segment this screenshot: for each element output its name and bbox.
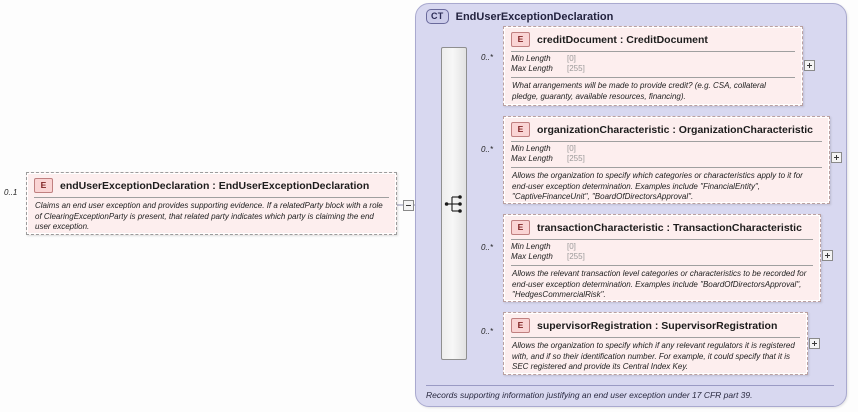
expand-toggle-creditdocument[interactable] — [804, 60, 815, 71]
element-box-enduserexceptiondeclaration[interactable]: E endUserExceptionDeclaration : EndUserE… — [26, 172, 397, 235]
element-box-supervisorregistration[interactable]: E supervisorRegistration : SupervisorReg… — [503, 312, 808, 375]
element-titlebar: E creditDocument : CreditDocument — [505, 28, 801, 51]
occurrence-organizationcharacteristic: 0..* — [481, 145, 494, 154]
facet-row: Max Length [255] — [511, 64, 795, 74]
element-badge-icon: E — [34, 178, 53, 193]
element-box-inner: E transactionCharacteristic : Transactio… — [504, 215, 820, 301]
facet-row: Min Length [0] — [511, 144, 822, 154]
facet-label: Max Length — [511, 64, 553, 73]
complextype-header: CT EndUserExceptionDeclaration — [426, 9, 613, 24]
expand-toggle-transactioncharacteristic[interactable] — [822, 250, 833, 261]
complextype-title: EndUserExceptionDeclaration — [455, 10, 614, 23]
element-documentation: Allows the organization to specify which… — [512, 171, 803, 201]
element-box-inner: E organizationCharacteristic : Organizat… — [504, 117, 829, 203]
divider — [511, 167, 822, 168]
facet-value: [0] — [567, 242, 576, 251]
complextype-badge-icon: CT — [426, 9, 449, 24]
divider — [511, 337, 800, 338]
expand-toggle-supervisorregistration[interactable] — [809, 338, 820, 349]
facet-list: Min Length [0] Max Length [255] — [505, 240, 819, 265]
element-box-inner: E endUserExceptionDeclaration : EndUserE… — [27, 173, 396, 234]
element-badge-icon: E — [511, 220, 530, 235]
element-box-creditdocument[interactable]: E creditDocument : CreditDocument Min Le… — [503, 26, 803, 106]
facet-list: Min Length [0] Max Length [255] — [505, 142, 828, 167]
element-title: transactionCharacteristic : TransactionC… — [537, 221, 802, 234]
facet-value: [255] — [567, 154, 585, 163]
element-title: endUserExceptionDeclaration : EndUserExc… — [60, 179, 370, 192]
expand-toggle-organizationcharacteristic[interactable] — [831, 152, 842, 163]
divider — [511, 265, 813, 266]
element-documentation: Allows the organization to specify which… — [512, 341, 795, 371]
element-documentation: Claims an end user exception and provide… — [35, 201, 383, 231]
facet-row: Min Length [0] — [511, 54, 795, 64]
facet-value: [0] — [567, 54, 576, 63]
divider — [511, 239, 813, 240]
facet-value: [255] — [567, 64, 585, 73]
element-titlebar: E transactionCharacteristic : Transactio… — [505, 216, 819, 239]
element-box-transactioncharacteristic[interactable]: E transactionCharacteristic : Transactio… — [503, 214, 821, 302]
element-badge-icon: E — [511, 32, 530, 47]
element-badge-icon: E — [511, 122, 530, 137]
occurrence-transactioncharacteristic: 0..* — [481, 243, 494, 252]
facet-label: Min Length — [511, 144, 551, 153]
element-documentation: Allows the relevant transaction level ca… — [512, 269, 807, 299]
facet-row: Max Length [255] — [511, 154, 822, 164]
element-title: organizationCharacteristic : Organizatio… — [537, 123, 813, 136]
divider — [511, 77, 795, 78]
facet-label: Min Length — [511, 54, 551, 63]
facet-list: Min Length [0] Max Length [255] — [505, 52, 801, 77]
divider — [34, 197, 389, 198]
element-box-inner: E supervisorRegistration : SupervisorReg… — [504, 313, 807, 374]
element-documentation: What arrangements will be made to provid… — [512, 81, 766, 101]
occurrence-root: 0..1 — [4, 188, 18, 197]
collapse-toggle-root[interactable] — [403, 200, 414, 211]
occurrence-creditdocument: 0..* — [481, 53, 494, 62]
element-title: supervisorRegistration : SupervisorRegis… — [537, 319, 778, 332]
element-badge-icon: E — [511, 318, 530, 333]
element-box-inner: E creditDocument : CreditDocument Min Le… — [504, 27, 802, 105]
facet-value: [255] — [567, 252, 585, 261]
element-box-organizationcharacteristic[interactable]: E organizationCharacteristic : Organizat… — [503, 116, 830, 204]
element-titlebar: E organizationCharacteristic : Organizat… — [505, 118, 828, 141]
facet-label: Min Length — [511, 242, 551, 251]
complextype-documentation: Records supporting information justifyin… — [426, 385, 834, 400]
divider — [511, 51, 795, 52]
divider — [511, 141, 822, 142]
element-titlebar: E endUserExceptionDeclaration : EndUserE… — [28, 174, 395, 197]
element-title: creditDocument : CreditDocument — [537, 33, 708, 46]
facet-row: Max Length [255] — [511, 252, 813, 262]
facet-row: Min Length [0] — [511, 242, 813, 252]
occurrence-supervisorregistration: 0..* — [481, 327, 494, 336]
element-titlebar: E supervisorRegistration : SupervisorReg… — [505, 314, 806, 337]
facet-value: [0] — [567, 144, 576, 153]
facet-label: Max Length — [511, 252, 553, 261]
sequence-icon — [444, 195, 462, 213]
facet-label: Max Length — [511, 154, 553, 163]
